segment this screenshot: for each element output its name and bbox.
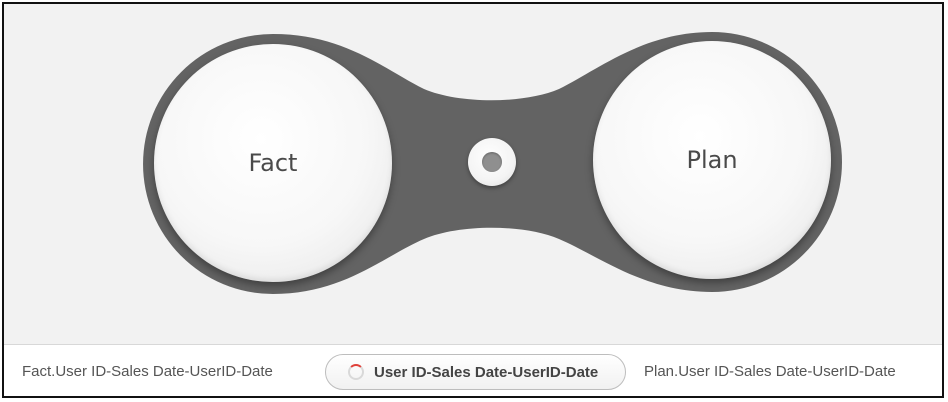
join-condition-button[interactable]: User ID-Sales Date-UserID-Date <box>325 354 626 390</box>
join-handle-dot <box>482 152 502 172</box>
join-canvas: Fact Plan <box>4 4 942 345</box>
fact-table-label: Fact <box>248 149 298 177</box>
plan-table-node[interactable]: Plan <box>593 41 831 279</box>
join-condition-label: User ID-Sales Date-UserID-Date <box>374 363 599 381</box>
left-join-key: Fact.User ID-Sales Date-UserID-Date <box>22 363 273 380</box>
join-key-bar: Fact.User ID-Sales Date-UserID-Date User… <box>4 345 942 396</box>
fact-table-node[interactable]: Fact <box>154 44 392 282</box>
join-handle-icon[interactable] <box>468 138 516 186</box>
loading-spinner-icon <box>348 364 364 380</box>
join-editor: Fact Plan Fact.User ID-Sales Date-UserID… <box>2 2 944 398</box>
plan-table-label: Plan <box>686 146 738 174</box>
right-join-key: Plan.User ID-Sales Date-UserID-Date <box>644 363 896 380</box>
